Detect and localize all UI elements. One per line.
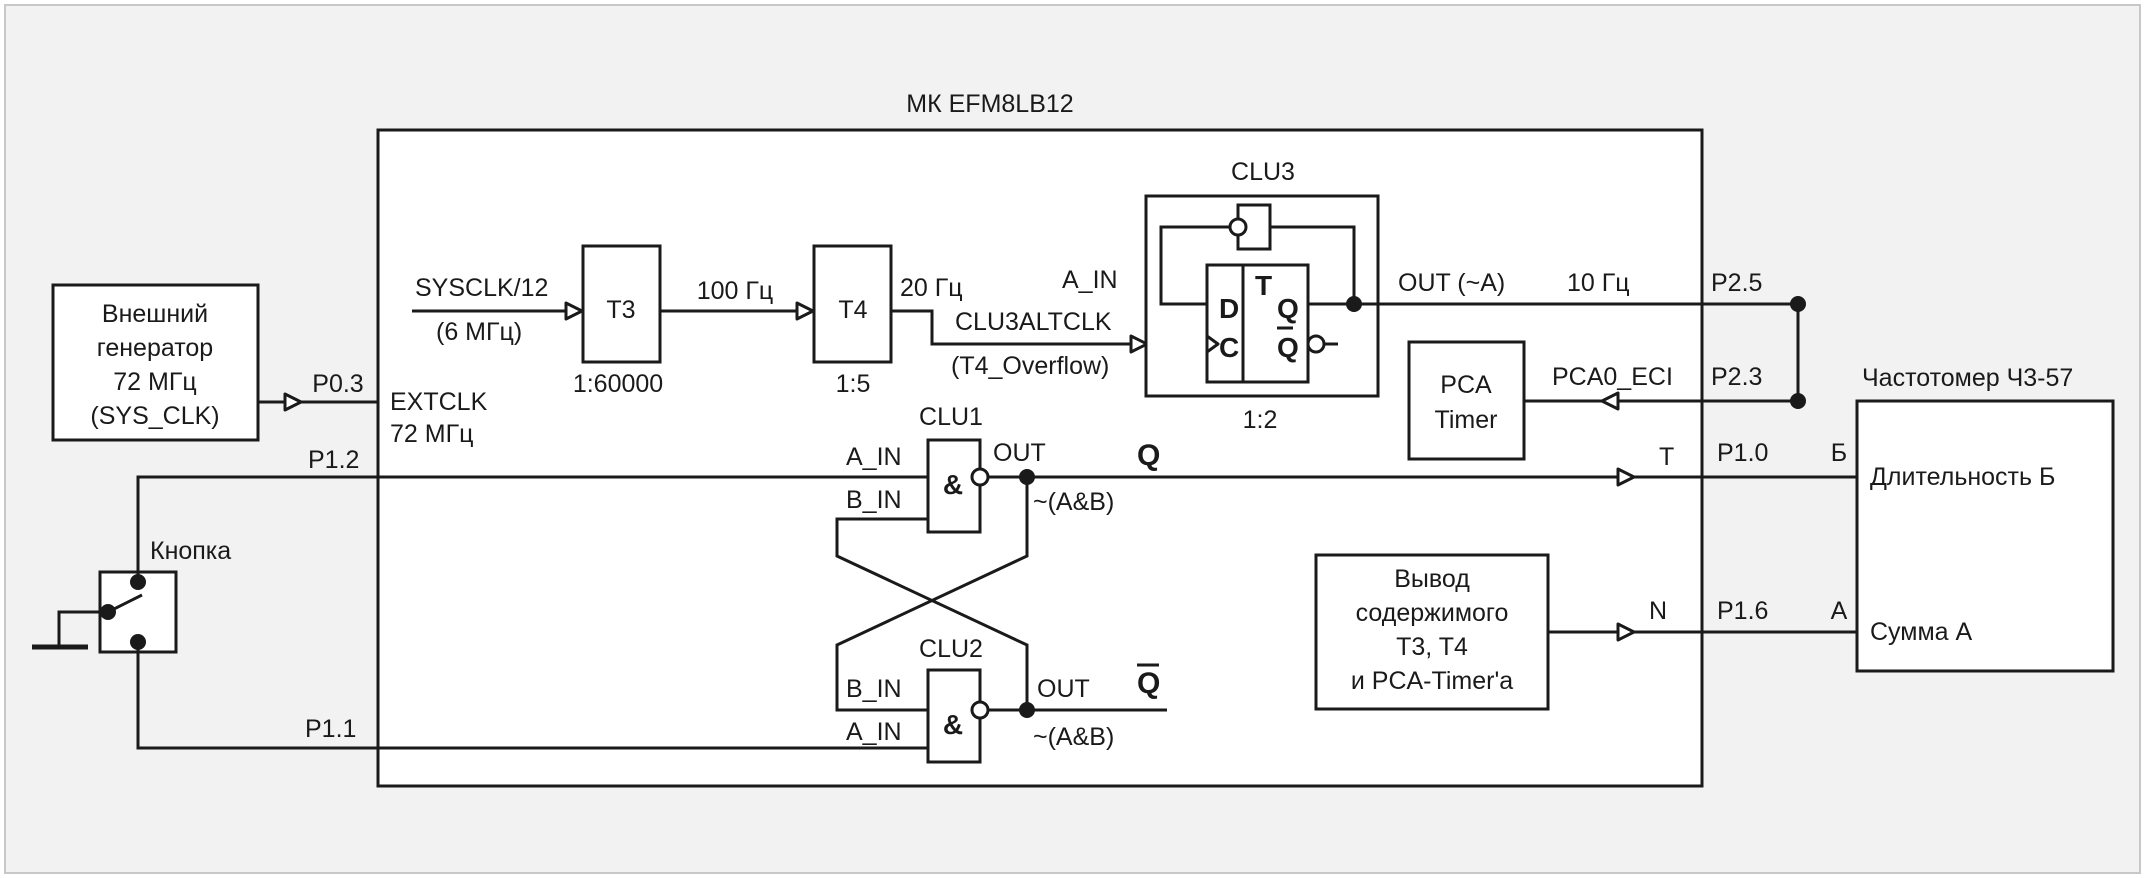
clu3-title: CLU3 <box>1231 158 1295 186</box>
output-line2: содержимого <box>1356 599 1509 627</box>
generator-line2: генератор <box>97 334 213 362</box>
timer-t4-ratio: 1:5 <box>836 370 871 398</box>
counter-block <box>1855 399 2115 673</box>
clu3-altclk: CLU3ALTCLK <box>955 308 1112 336</box>
arrow-output-p16 <box>1616 622 1636 642</box>
clu3-qbar-bubble <box>1306 334 1326 354</box>
pin-p03: P0.3 <box>312 370 363 398</box>
clu3-out-junction <box>1346 296 1362 312</box>
pca-timer-block <box>1407 340 1526 461</box>
clu1-b-in: B_IN <box>846 486 902 514</box>
arrow-generator-out <box>283 392 303 412</box>
signal-t: T <box>1659 443 1674 471</box>
pin-p16: P1.6 <box>1717 597 1768 625</box>
sysclk-line2: (6 МГц) <box>436 318 522 346</box>
clu2-a-in: A_IN <box>846 718 902 746</box>
timer-t4-block <box>812 244 893 364</box>
clu3-out-freq: 10 Гц <box>1567 269 1630 297</box>
clu2-b-in: B_IN <box>846 675 902 703</box>
counter-b-letter: Б <box>1831 439 1847 467</box>
output-line4: и PCA-Timer'а <box>1351 667 1513 695</box>
sysclk-line1: SYSCLK/12 <box>415 274 548 302</box>
wire-t4-clu3 <box>891 309 1146 346</box>
generator-block <box>51 283 260 442</box>
signal-n: N <box>1649 597 1667 625</box>
button-lever <box>107 593 143 614</box>
clu1-out-bubble <box>970 467 990 487</box>
clu3-out-label: OUT (~A) <box>1398 269 1505 297</box>
arrow-p23-pca <box>1600 391 1620 411</box>
pin-p10: P1.0 <box>1717 439 1768 467</box>
wire-clu3-feedback-left <box>1159 225 1238 306</box>
pca-line1: PCA <box>1440 371 1492 399</box>
pin-p23: P2.3 <box>1711 363 1762 391</box>
clu1-out-label: OUT <box>993 439 1046 467</box>
output-block <box>1314 553 1550 711</box>
button-label: Кнопка <box>150 537 231 565</box>
clu3-a-in: A_IN <box>1062 266 1118 294</box>
clu3-clock-marker <box>1205 334 1220 354</box>
clu3-t-label: T <box>1255 270 1272 301</box>
counter-a-letter: А <box>1831 597 1848 625</box>
clu2-expr: ~(A&B) <box>1033 723 1114 751</box>
wire-button-p12 <box>136 475 928 582</box>
arrow-t3-t4 <box>795 301 815 321</box>
extclk-line1: EXTCLK <box>390 388 488 416</box>
generator-line4: (SYS_CLK) <box>90 402 219 430</box>
pca-eci-label: PCA0_ECI <box>1552 363 1673 391</box>
pin-p25: P2.5 <box>1711 269 1762 297</box>
signal-q: Q <box>1137 439 1160 472</box>
clu1-gate-symbol: & <box>943 469 963 500</box>
clu1-title: CLU1 <box>919 403 983 431</box>
generator-line3: 72 МГц <box>113 368 196 396</box>
wire-button-p11 <box>136 642 928 750</box>
wire-cross-clu1-to-clu2 <box>835 477 1029 712</box>
arrow-clu1-out <box>1616 467 1636 487</box>
clu3-qbar-label: Q <box>1277 332 1299 363</box>
counter-b-label: Длительность Б <box>1870 463 2055 491</box>
clu1-gate <box>926 438 982 534</box>
timer-t3-block <box>581 244 662 364</box>
extclk-line2: 72 МГц <box>390 420 473 448</box>
signal-qbar: Q <box>1137 667 1160 700</box>
clu1-a-in: A_IN <box>846 443 902 471</box>
counter-a-label: Сумма А <box>1870 618 1972 646</box>
timer-t3-label: T3 <box>606 296 635 324</box>
mcu-title: МК EFM8LB12 <box>906 90 1073 118</box>
pin-p12: P1.2 <box>308 446 359 474</box>
pin-p11: P1.1 <box>305 715 356 743</box>
clu1-expr: ~(A&B) <box>1033 488 1114 516</box>
clu2-title: CLU2 <box>919 635 983 663</box>
clu3-ratio: 1:2 <box>1243 406 1278 434</box>
arrow-t4-clu3 <box>1129 334 1149 354</box>
wire-clu3-feedback-right <box>1270 225 1356 304</box>
arrow-sysclk <box>564 301 584 321</box>
clu2-gate-symbol: & <box>943 709 963 740</box>
generator-line1: Внешний <box>102 300 208 328</box>
clu3-feedback-bubble <box>1228 217 1248 237</box>
pca-line2: Timer <box>1435 406 1498 434</box>
clu3-q-label: Q <box>1277 293 1299 324</box>
t4-out-freq: 20 Гц <box>900 274 963 302</box>
clu3-d-label: D <box>1219 293 1239 324</box>
wire-button-ground <box>57 610 108 645</box>
clu2-out-label: OUT <box>1037 675 1090 703</box>
timer-t3-ratio: 1:60000 <box>573 370 663 398</box>
output-line3: T3, T4 <box>1396 633 1468 661</box>
output-line1: Вывод <box>1394 565 1470 593</box>
t3-out-freq: 100 Гц <box>697 277 774 305</box>
clu3-flipflop <box>1205 263 1310 384</box>
counter-title: Частотомер Ч3-57 <box>1862 364 2073 392</box>
clu3-c-label: C <box>1219 332 1239 363</box>
clu2-out-bubble <box>970 700 990 720</box>
clu3-overflow: (T4_Overflow) <box>951 352 1109 380</box>
wire-cross-clu2-to-clu1 <box>835 517 1029 710</box>
timer-t4-label: T4 <box>838 296 867 324</box>
